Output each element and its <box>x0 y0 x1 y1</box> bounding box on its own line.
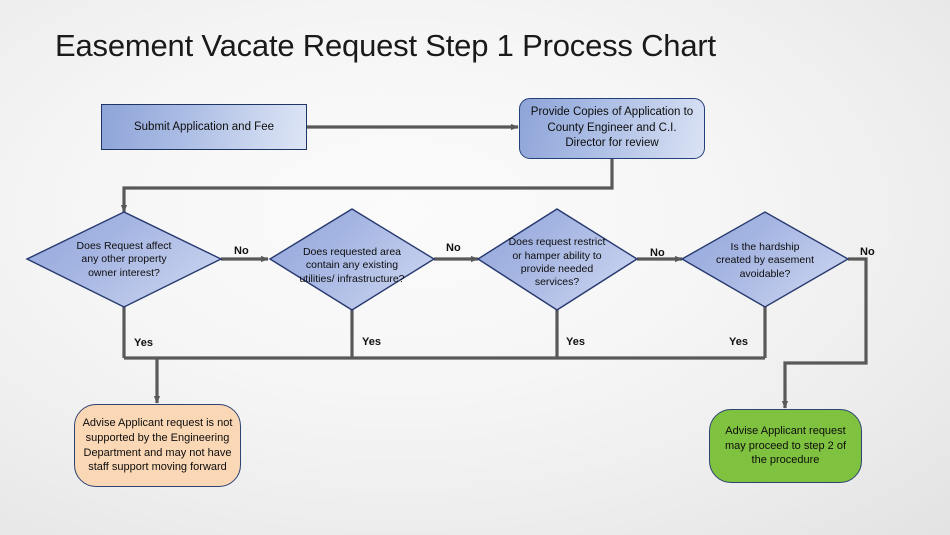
outcome-not-supported[interactable]: Advise Applicant request is not supporte… <box>74 404 241 487</box>
outcome-proceed[interactable]: Advise Applicant request may proceed to … <box>709 409 862 483</box>
decision-utilities[interactable]: Does requested area contain any existing… <box>299 245 405 285</box>
edge-label-yes-4: Yes <box>729 336 748 348</box>
diamond-shape-utilities <box>268 208 436 311</box>
edge-label-yes-1: Yes <box>134 337 153 349</box>
decision-property-owner[interactable]: Does Request affect any other property o… <box>76 239 172 279</box>
edge-label-no-4: No <box>860 246 875 258</box>
diamond-shape-hardship <box>680 211 850 308</box>
edge-label-no-3: No <box>650 247 665 259</box>
decision-services[interactable]: Does request restrict or hamper ability … <box>508 236 606 289</box>
edge-label-no-1: No <box>234 245 249 257</box>
edge-no-4 <box>781 257 868 409</box>
decision-hardship[interactable]: Is the hardship created by easement avoi… <box>715 240 815 280</box>
diamond-shape-services <box>476 208 639 311</box>
process-provide-copies[interactable]: Provide Copies of Application to County … <box>519 98 705 159</box>
edge-provide-to-decision1 <box>120 159 614 213</box>
edge-label-yes-2: Yes <box>362 336 381 348</box>
process-submit-application[interactable]: Submit Application and Fee <box>101 104 307 150</box>
diamond-shape-property-owner <box>25 211 223 308</box>
edge-label-no-2: No <box>446 242 461 254</box>
page-title: Easement Vacate Request Step 1 Process C… <box>55 28 716 63</box>
edge-label-yes-3: Yes <box>566 336 585 348</box>
